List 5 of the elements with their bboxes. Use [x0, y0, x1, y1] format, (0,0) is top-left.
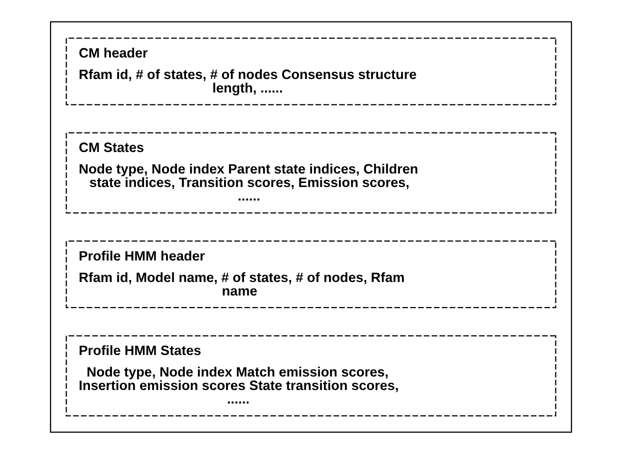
- node-box: CM header Rfam id, # of states, # of nodes Consensus structure length, ......: [65, 38, 556, 106]
- node-box: Profile HMM States Node type, Node index Match emission scores, Insertion emission scores State transition scores, ......: [65, 335, 556, 416]
- cluster: [49, 21, 572, 433]
- node-box: Profile HMM header Rfam id, Model name, # of states, # of nodes, Rfam name: [65, 240, 556, 308]
- node-box: CM States Node type, Node index Parent state indices, Children state indices, Transition scores, Emission scores, ......: [65, 132, 556, 214]
